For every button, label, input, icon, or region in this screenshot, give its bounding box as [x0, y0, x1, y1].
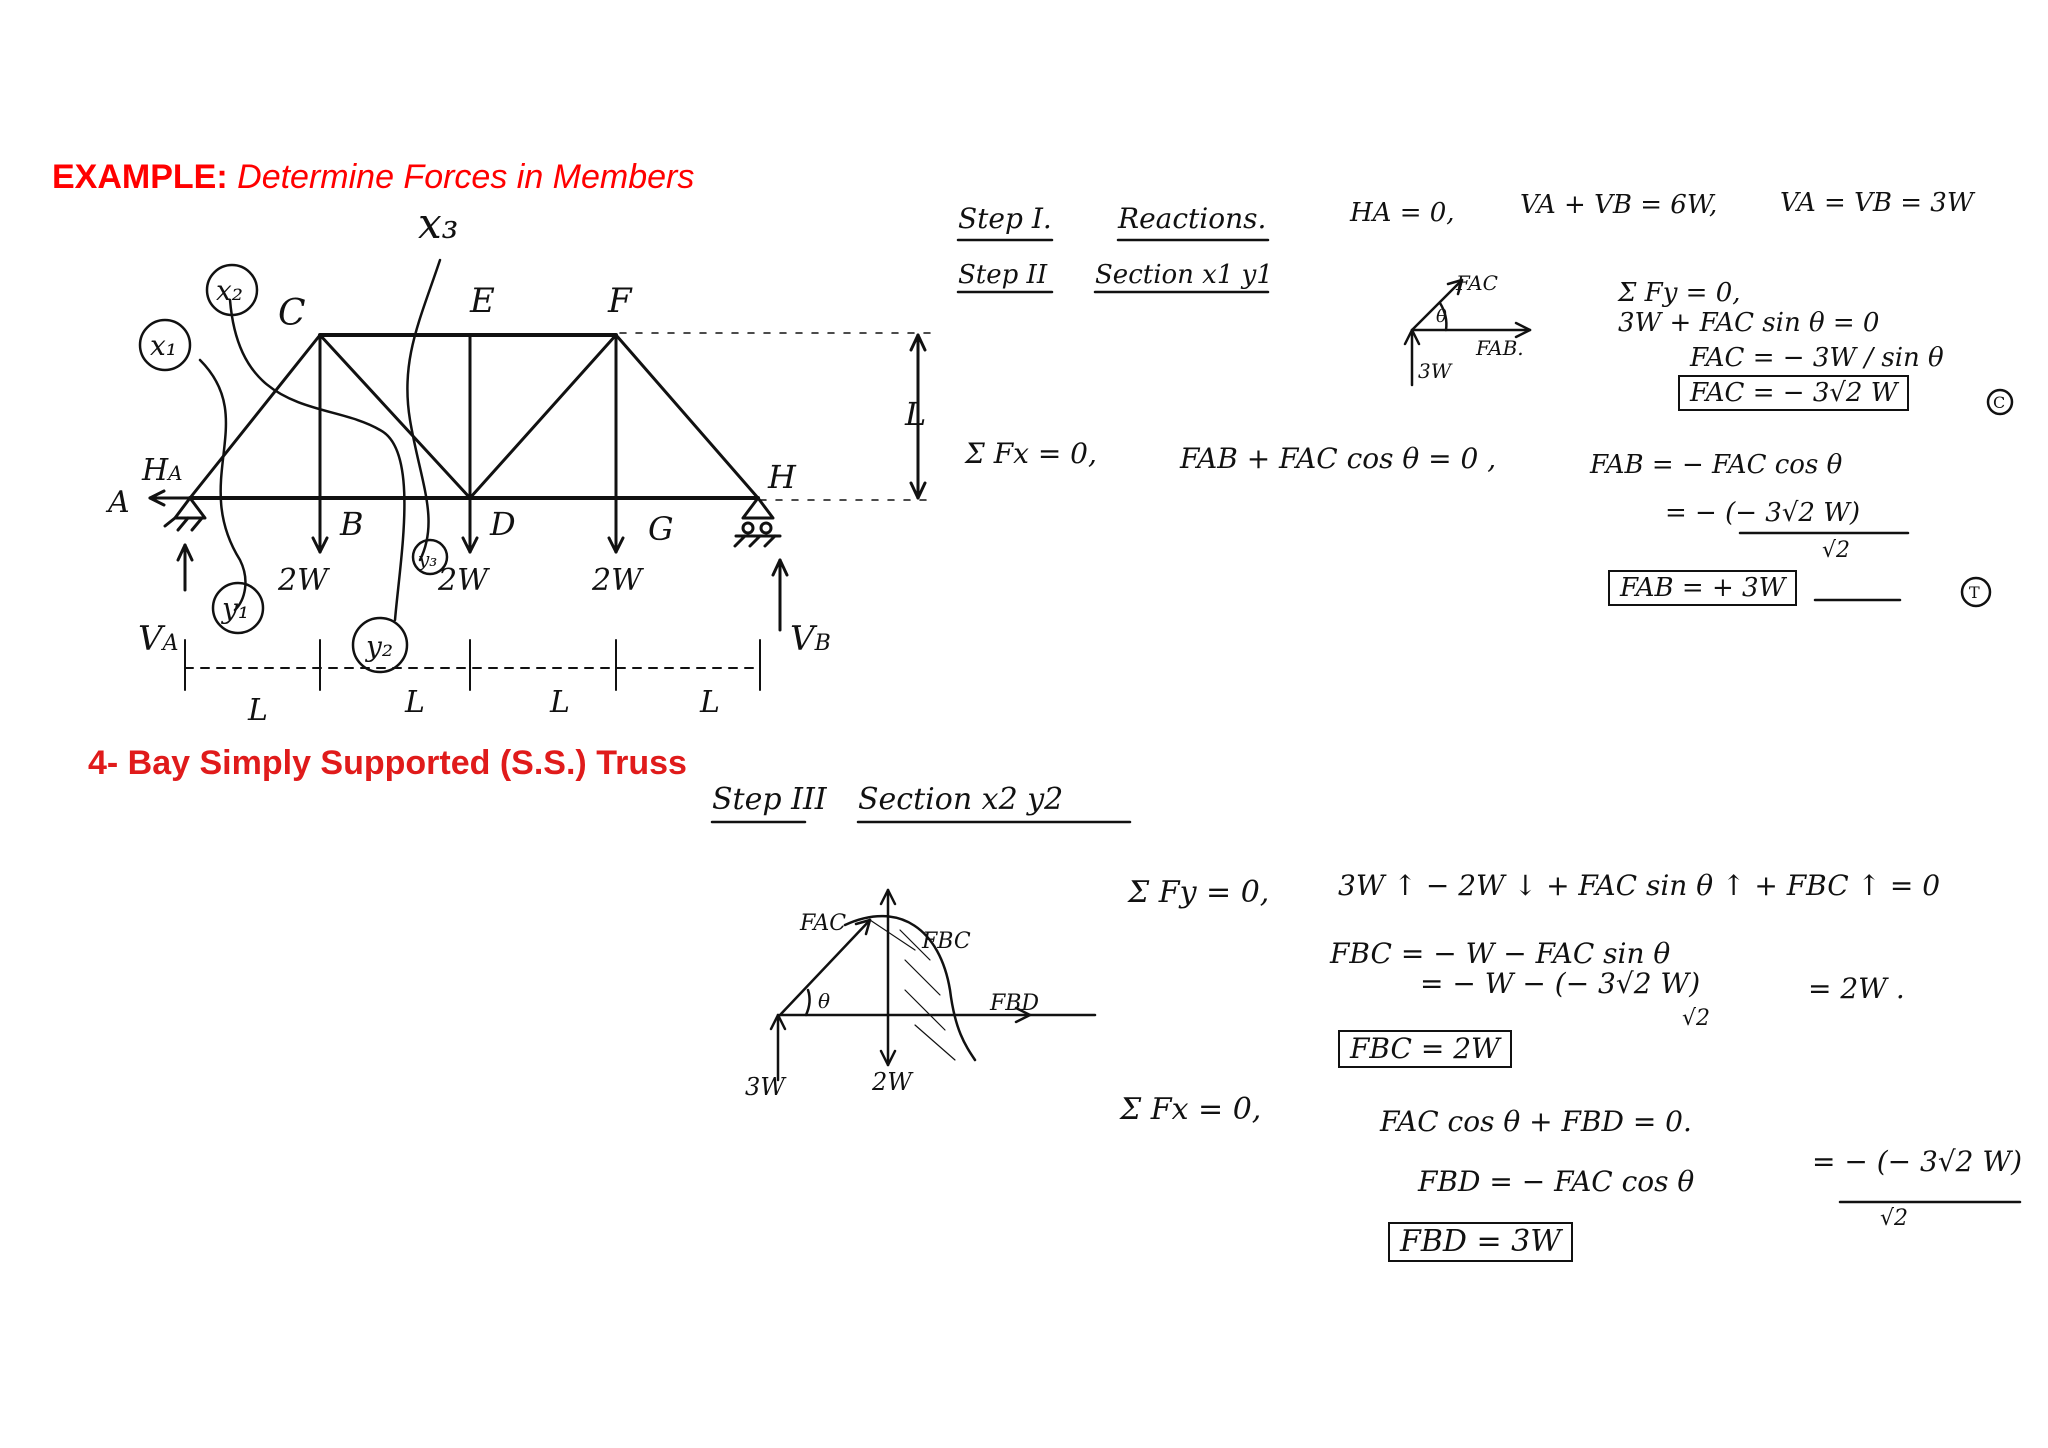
step3-fy-1: 3W ↑ − 2W ↓ + FAC sin θ ↑ + FBC ↑ = 0 — [1338, 869, 1941, 902]
load-3-label: 2W — [591, 563, 644, 598]
step3-fy-5: = 2W . — [1808, 972, 1905, 1005]
fbd2-theta: θ — [1436, 306, 1447, 327]
fab-tag-t: T — [1969, 583, 1980, 602]
fbc-result-box: FBC = 2W — [1338, 1030, 1512, 1068]
fbd3-fbd: FBD — [989, 991, 1039, 1016]
step2-title: Section x1 y1 — [1095, 260, 1273, 290]
fbd2-3w: 3W — [1418, 359, 1453, 383]
node-h-label: H — [767, 458, 797, 496]
span-l-2: L — [404, 685, 425, 720]
fbd2-fab: FAB. — [1475, 336, 1524, 360]
step3-fy-2: FBC = − W − FAC sin θ — [1330, 937, 1671, 970]
step2-fab-3: √2 — [1822, 538, 1851, 563]
step3-label: Step III — [712, 782, 827, 817]
fbd3-3w: 3W — [745, 1073, 787, 1101]
underlines — [710, 238, 2022, 1204]
span-dimension — [184, 639, 761, 691]
roller-support — [733, 496, 782, 548]
step2-fy-3: FAC = − 3W / sin θ — [1690, 343, 1944, 373]
section-cut-lines — [198, 258, 442, 622]
step2-fy-1: Σ Fy = 0, — [1618, 278, 1741, 308]
fbd3-fbc: FBC — [921, 929, 971, 954]
step2-fx-eq: FAB + FAC cos θ = 0 , — [1180, 442, 1497, 475]
span-l-1: L — [247, 693, 268, 728]
fab-result-box: FAB = + 3W — [1608, 570, 1798, 606]
example-title: Determine Forces in Members — [237, 158, 695, 196]
fbd-step2 — [1403, 278, 1532, 387]
step3-fy-4: √2 — [1682, 1006, 1711, 1031]
step1-eq1: HA = 0, — [1350, 198, 1455, 228]
y1-label: y₁ — [220, 592, 249, 625]
reaction-arrows — [148, 489, 789, 632]
step3-fx-2: FBD = − FAC cos θ — [1418, 1165, 1695, 1198]
span-l-4: L — [699, 685, 720, 720]
example-heading: EXAMPLE: Determine Forces in Members — [52, 158, 694, 197]
height-l-label: L — [904, 395, 926, 433]
step3-fx-1: FAC cos θ + FBD = 0. — [1380, 1105, 1692, 1138]
fbd-step3-hatch — [869, 919, 956, 1061]
node-a-label: A — [105, 485, 130, 520]
step2-fab-2: = − (− 3√2 W) — [1665, 498, 1861, 528]
ha-label: HA — [141, 453, 183, 488]
fbd3-fac: FAC — [799, 911, 846, 936]
step2-fab-1: FAB = − FAC cos θ — [1590, 450, 1843, 480]
fac-tag-c: C — [1993, 393, 2005, 412]
step2-fx-lead: Σ Fx = 0, — [965, 437, 1097, 470]
height-dimension — [619, 332, 931, 501]
truss-subtitle: 4- Bay Simply Supported (S.S.) Truss — [88, 744, 687, 782]
node-b-label: B — [339, 505, 364, 543]
fac-result-box: FAC = − 3√2 W — [1678, 375, 1910, 411]
step1-title: Reactions. — [1118, 202, 1267, 235]
vb-label: VB — [790, 619, 831, 659]
node-f-label: F — [607, 281, 633, 321]
y3-label: y₃ — [417, 547, 437, 571]
node-c-label: C — [278, 293, 306, 334]
fbd-result-box: FBD = 3W — [1388, 1222, 1574, 1262]
load-2-label: 2W — [437, 563, 490, 598]
step3-fy-lead: Σ Fy = 0, — [1128, 875, 1270, 910]
step1-eq3: VA = VB = 3W — [1780, 188, 1974, 218]
node-d-label: D — [489, 505, 516, 543]
x3-label: x₃ — [418, 199, 459, 248]
step3-fx-3: = − (− 3√2 W) — [1812, 1145, 2023, 1178]
span-l-3: L — [549, 685, 570, 720]
step1-eq2: VA + VB = 6W, — [1520, 190, 1718, 220]
fbd-step3 — [769, 888, 1097, 1082]
fbd3-2w: 2W — [871, 1068, 914, 1096]
load-1-label: 2W — [277, 563, 330, 598]
step3-fx-lead: Σ Fx = 0, — [1120, 1092, 1262, 1127]
step2-fy-2: 3W + FAC sin θ = 0 — [1618, 308, 1880, 338]
load-arrows — [311, 496, 625, 554]
step3-fy-3: = − W − (− 3√2 W) — [1420, 967, 1701, 1000]
va-label: VA — [138, 619, 178, 659]
y2-label: y₂ — [364, 630, 393, 663]
result-tags — [1960, 388, 2014, 608]
fbd2-fac: FAC — [1455, 271, 1498, 295]
section-circles — [138, 263, 449, 674]
x2-label: x₂ — [216, 274, 243, 307]
node-e-label: E — [469, 281, 495, 321]
node-g-label: G — [648, 510, 674, 548]
x1-label: x₁ — [150, 329, 177, 362]
step1-label: Step I. — [958, 202, 1052, 235]
fbd3-theta: θ — [818, 989, 830, 1013]
truss-members — [188, 333, 760, 500]
step3-title: Section x2 y2 — [858, 782, 1064, 817]
pin-support — [163, 496, 207, 532]
step2-label: Step II — [958, 260, 1048, 290]
example-label: EXAMPLE: — [52, 158, 228, 196]
step3-fx-4: √2 — [1880, 1206, 1909, 1231]
